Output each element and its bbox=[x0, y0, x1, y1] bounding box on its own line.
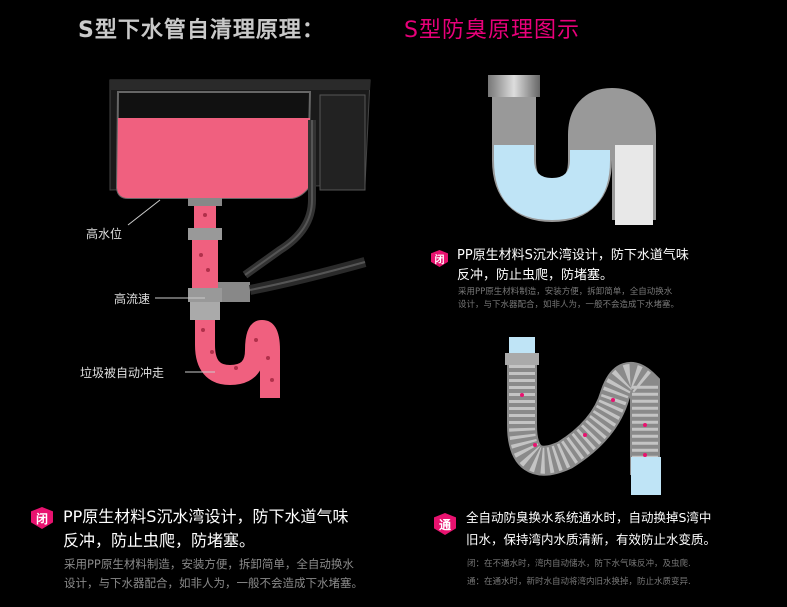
closed-badge-icon: 闭 bbox=[431, 250, 448, 267]
open-badge-icon: 通 bbox=[434, 513, 456, 535]
right-title: S型防臭原理图示 bbox=[404, 18, 580, 43]
closed-badge-icon-large: 闭 bbox=[31, 507, 53, 529]
bottom-right-line2: 旧水，保持湾内水质清新，有效防止水变质。 bbox=[466, 532, 717, 547]
bottom-right-line1: 全自动防臭换水系统通水时，自动换掉S湾中 bbox=[466, 510, 712, 525]
bottom-left-sub2: 设计，与下水器配合，如非人为，一般不会造成下水堵塞。 bbox=[64, 576, 363, 590]
bottom-right-sub1: 闭：在不通水时，湾内自动储水，防下水气味反冲，及虫爬. bbox=[467, 559, 691, 569]
right-middle-line1: PP原生材料S沉水湾设计，防下水道气味 bbox=[457, 248, 689, 263]
sink-self-cleaning-illustration bbox=[109, 79, 371, 398]
right-middle-sub1: 采用PP原生材料制造，安装方便，拆卸简单，全自动换水 bbox=[458, 287, 673, 297]
bottom-left-line2: 反冲，防止虫爬，防堵塞。 bbox=[63, 531, 256, 550]
s-trap-odor-illustration bbox=[488, 75, 656, 225]
bottom-left-sub1: 采用PP原生材料制造，安装方便，拆卸简单，全自动换水 bbox=[64, 557, 354, 571]
right-middle-sub2: 设计，与下水器配合，如非人为，一般不会造成下水堵塞。 bbox=[458, 300, 680, 310]
right-middle-line2: 反冲，防止虫爬，防堵塞。 bbox=[457, 268, 614, 283]
bottom-right-sub2: 通：在通水时，新时水自动将湾内旧水换掉，防止水质变异. bbox=[467, 577, 691, 587]
callout-high-flow: 高流速 bbox=[114, 292, 151, 306]
bottom-left-line1: PP原生材料S沉水湾设计，防下水道气味 bbox=[63, 507, 349, 526]
callout-high-water: 高水位 bbox=[86, 227, 123, 241]
left-title: S型下水管自清理原理： bbox=[78, 18, 325, 43]
flexible-s-trap-illustration bbox=[505, 337, 661, 495]
callout-debris: 垃圾被自动冲走 bbox=[80, 366, 165, 380]
